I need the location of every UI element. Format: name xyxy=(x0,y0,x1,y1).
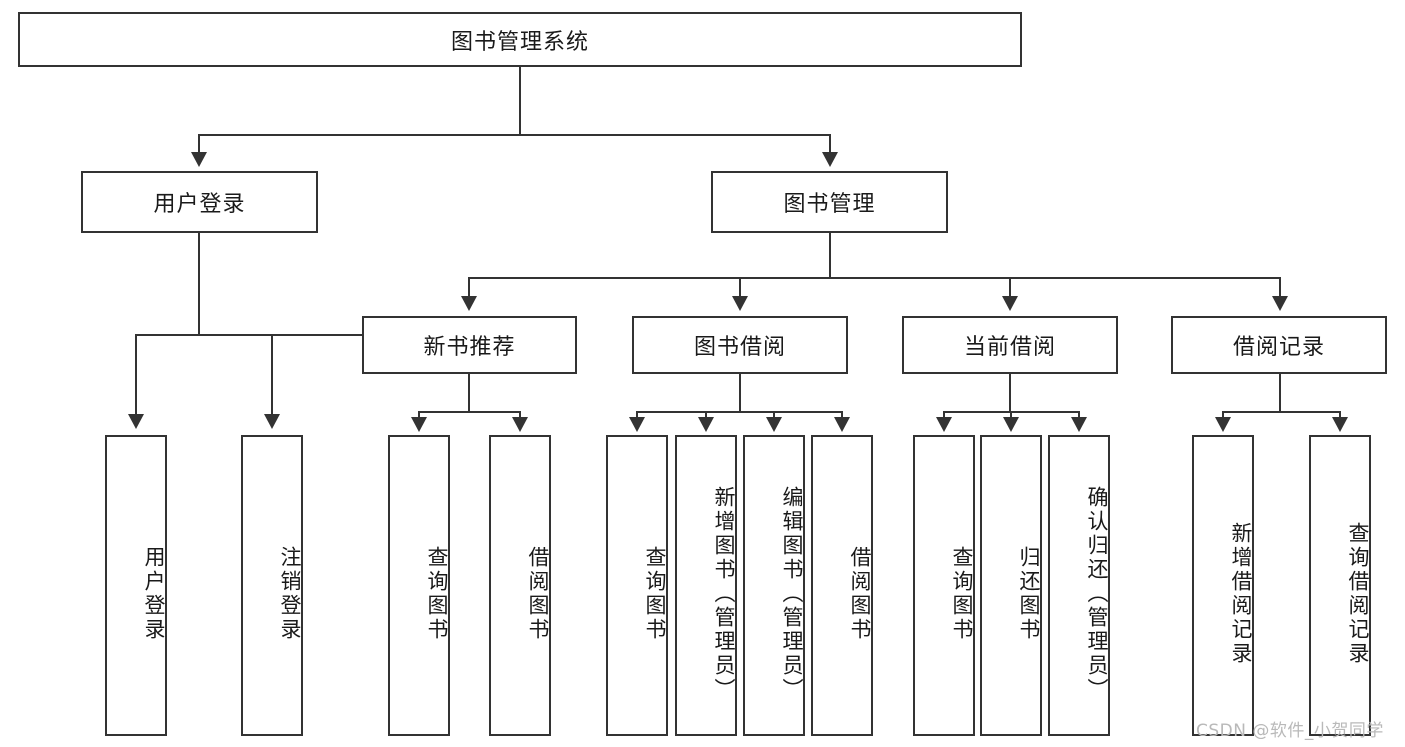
node-label: 查询图书 xyxy=(643,545,667,642)
node-label: 新增图书（管理员） xyxy=(712,485,736,702)
edge-cb-to-leaf-2 xyxy=(1010,411,1012,419)
edge-user-login-bar xyxy=(135,334,399,336)
edge-user-login-stem xyxy=(198,233,200,335)
arrow-bb-to-leaf-3 xyxy=(766,417,782,432)
edge-bb-to-leaf-3 xyxy=(773,411,775,419)
edge-book-management-stem xyxy=(829,233,831,278)
edge-root-to-book-management xyxy=(829,134,831,156)
node-borrow-record[interactable]: 借阅记录 xyxy=(1171,316,1387,374)
edge-book-borrow-bar xyxy=(636,411,843,413)
edge-bb-to-leaf-4 xyxy=(841,411,843,419)
edge-new-book-recommend-stem xyxy=(468,374,470,412)
edge-borrow-record-bar xyxy=(1222,411,1340,413)
edge-bm-to-book-borrow xyxy=(739,277,741,300)
node-label: 借阅记录 xyxy=(1232,335,1325,360)
edge-root-to-user-login xyxy=(198,134,200,156)
node-book-management-system[interactable]: 图书管理系统 xyxy=(18,12,1022,67)
arrow-cb-to-leaf-3 xyxy=(1071,417,1087,432)
node-label: 当前借阅 xyxy=(963,335,1056,360)
arrow-user-login-to-leaf-1 xyxy=(128,414,144,429)
edge-bm-to-new-book-recommend xyxy=(468,277,470,300)
edge-nbr-to-leaf-2 xyxy=(519,411,521,419)
leaf-edit-book[interactable]: 编辑图书（管理员） xyxy=(743,435,805,736)
node-label: 查询图书 xyxy=(950,545,974,642)
node-label: 编辑图书（管理员） xyxy=(780,485,804,702)
arrow-root-to-user-login xyxy=(191,152,207,167)
edge-current-borrow-stem xyxy=(1009,374,1011,412)
leaf-borrow-book-2[interactable]: 借阅图书 xyxy=(811,435,873,736)
node-new-book-recommend[interactable]: 新书推荐 xyxy=(362,316,577,374)
leaf-add-record[interactable]: 新增借阅记录 xyxy=(1192,435,1254,736)
node-book-borrow[interactable]: 图书借阅 xyxy=(632,316,848,374)
arrow-bm-to-new-book-recommend xyxy=(461,296,477,311)
edge-bb-to-leaf-2 xyxy=(705,411,707,419)
edge-nbr-to-leaf-1 xyxy=(418,411,420,419)
edge-book-management-bar xyxy=(468,277,1280,279)
leaf-logout[interactable]: 注销登录 xyxy=(241,435,303,736)
edge-borrow-record-stem xyxy=(1279,374,1281,412)
node-current-borrow[interactable]: 当前借阅 xyxy=(902,316,1118,374)
leaf-confirm-return[interactable]: 确认归还（管理员） xyxy=(1048,435,1110,736)
node-label: 查询借阅记录 xyxy=(1346,521,1370,666)
edge-bm-to-current-borrow xyxy=(1009,277,1011,300)
arrow-bm-to-book-borrow xyxy=(732,296,748,311)
watermark-text: CSDN @软件_小贺同学 xyxy=(1196,721,1384,741)
arrow-root-to-book-management xyxy=(822,152,838,167)
leaf-return-book[interactable]: 归还图书 xyxy=(980,435,1042,736)
node-label: 查询图书 xyxy=(425,545,449,642)
edge-br-to-leaf-1 xyxy=(1222,411,1224,419)
leaf-query-book-1[interactable]: 查询图书 xyxy=(388,435,450,736)
leaf-query-book-3[interactable]: 查询图书 xyxy=(913,435,975,736)
edge-cb-to-leaf-3 xyxy=(1078,411,1080,419)
arrow-br-to-leaf-2 xyxy=(1332,417,1348,432)
arrow-bb-to-leaf-2 xyxy=(698,417,714,432)
edge-user-login-to-leaf-1 xyxy=(135,334,137,418)
leaf-query-book-2[interactable]: 查询图书 xyxy=(606,435,668,736)
edge-bm-to-borrow-record xyxy=(1279,277,1281,300)
node-label: 确认归还（管理员） xyxy=(1085,485,1109,702)
node-book-management[interactable]: 图书管理 xyxy=(711,171,948,233)
edge-root-stem xyxy=(519,67,521,135)
node-label: 图书借阅 xyxy=(693,335,786,360)
arrow-bb-to-leaf-1 xyxy=(629,417,645,432)
node-label: 图书管理 xyxy=(783,192,876,217)
node-label: 图书管理系统 xyxy=(450,29,589,55)
arrow-bm-to-borrow-record xyxy=(1272,296,1288,311)
edge-br-to-leaf-2 xyxy=(1339,411,1341,419)
edge-new-book-recommend-bar xyxy=(418,411,521,413)
edge-cb-to-leaf-1 xyxy=(943,411,945,419)
node-label: 归还图书 xyxy=(1017,545,1041,642)
arrow-cb-to-leaf-2 xyxy=(1003,417,1019,432)
node-user-login[interactable]: 用户登录 xyxy=(81,171,318,233)
arrow-cb-to-leaf-1 xyxy=(936,417,952,432)
leaf-user-login[interactable]: 用户登录 xyxy=(105,435,167,736)
arrow-nbr-to-leaf-1 xyxy=(411,417,427,432)
arrow-br-to-leaf-1 xyxy=(1215,417,1231,432)
node-label: 借阅图书 xyxy=(526,545,550,642)
node-label: 新书推荐 xyxy=(423,335,516,360)
node-label: 注销登录 xyxy=(278,545,302,642)
leaf-add-book[interactable]: 新增图书（管理员） xyxy=(675,435,737,736)
edge-user-login-to-leaf-2 xyxy=(271,334,273,418)
node-label: 用户登录 xyxy=(153,192,246,217)
leaf-borrow-book-1[interactable]: 借阅图书 xyxy=(489,435,551,736)
edge-bb-to-leaf-1 xyxy=(636,411,638,419)
edge-root-bar xyxy=(198,134,831,136)
node-label: 新增借阅记录 xyxy=(1229,521,1253,666)
node-label: 用户登录 xyxy=(142,545,166,642)
arrow-user-login-to-leaf-2 xyxy=(264,414,280,429)
leaf-query-record[interactable]: 查询借阅记录 xyxy=(1309,435,1371,736)
arrow-nbr-to-leaf-2 xyxy=(512,417,528,432)
arrow-bb-to-leaf-4 xyxy=(834,417,850,432)
edge-book-borrow-stem xyxy=(739,374,741,412)
arrow-bm-to-current-borrow xyxy=(1002,296,1018,311)
node-label: 借阅图书 xyxy=(848,545,872,642)
